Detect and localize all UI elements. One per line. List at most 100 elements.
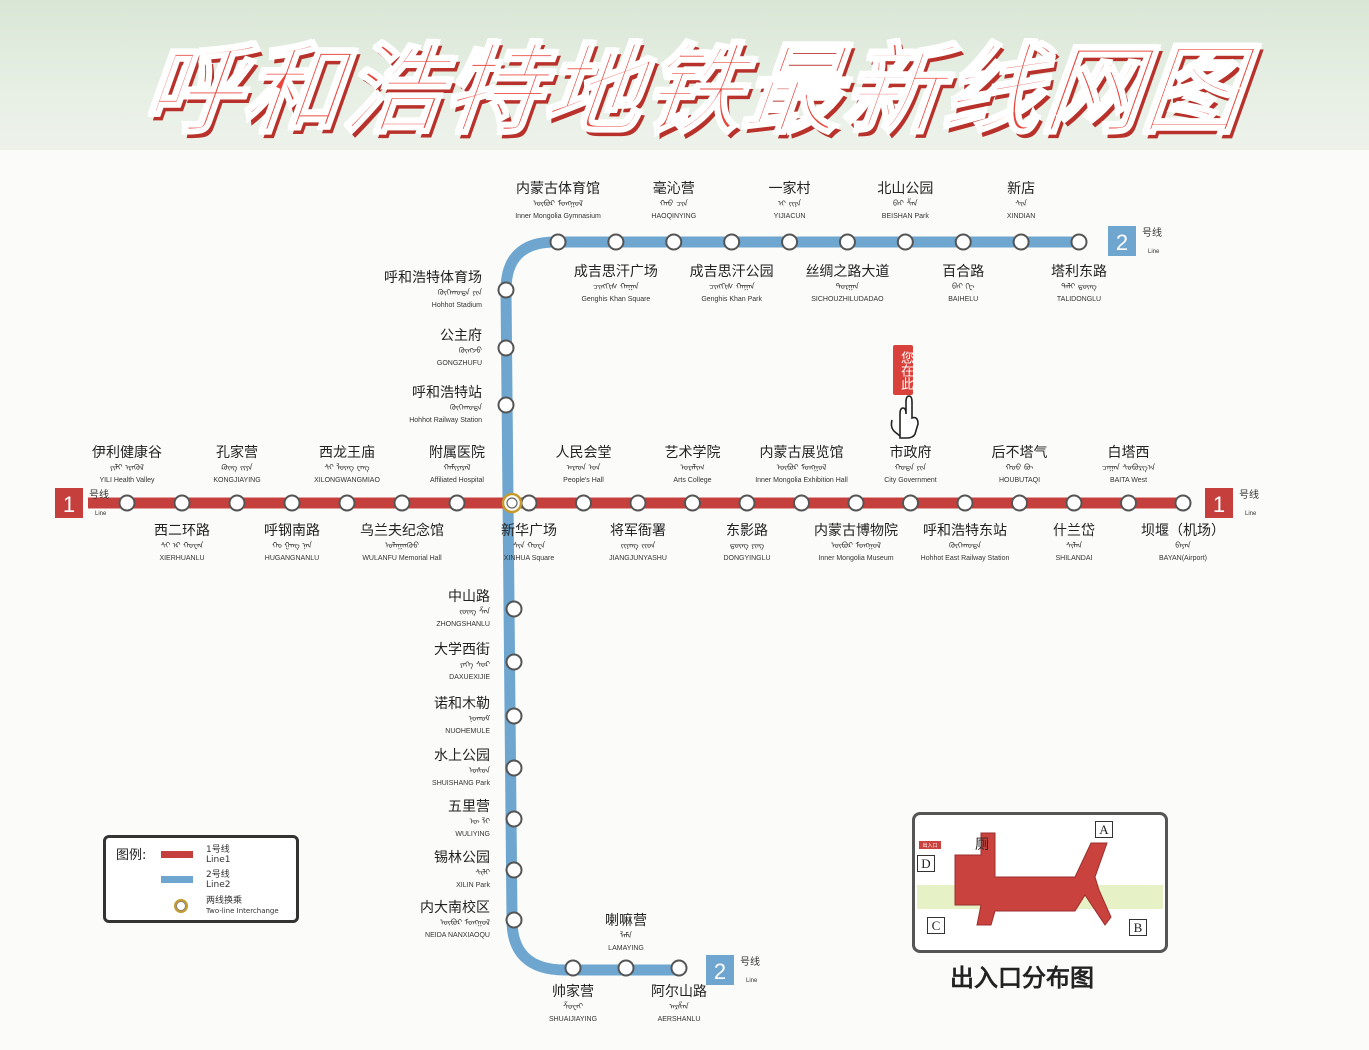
line1-station-marker <box>793 494 810 512</box>
line1-badge-west-suffix-en: Line <box>95 511 107 517</box>
station-name-mongolian: ᠤᠰᠤᠨ <box>469 766 491 775</box>
exit-d-label: D <box>917 855 935 872</box>
station-name-english: Inner Mongolia Gymnasium <box>515 213 601 220</box>
station-name-english: XIERHUANLU <box>159 555 204 562</box>
station-name: 孔家营 <box>216 444 258 461</box>
line1-station-marker <box>520 494 538 512</box>
line2-badge-south-suffix: 号线 <box>740 955 760 968</box>
line2-station-marker <box>1070 233 1088 251</box>
transfer-station-inner <box>506 497 518 509</box>
station-name: 后不塔气 <box>992 445 1048 461</box>
line2-station-marker <box>564 959 582 977</box>
line2-station-marker <box>896 233 914 251</box>
station-name-english: Inner Mongolia Exhibition Hall <box>755 477 848 484</box>
station-name: 诺和木勒 <box>434 696 490 712</box>
legend-title: 图例: <box>116 848 147 863</box>
station-name-english: Hohhot Railway Station <box>409 417 482 424</box>
station-name-english: People's Hall <box>563 477 604 484</box>
line1-badge-east-suffix: 号线 <box>1239 488 1259 501</box>
station-name-english: WULANFU Memorial Hall <box>362 555 442 562</box>
line2-station-marker <box>505 707 523 725</box>
station-name-mongolian: ᠦᠪᠦᠷ ᠮᠣᠩᠭᠣᠯ <box>777 462 827 472</box>
station-name-english: Inner Mongolia Museum <box>818 555 893 562</box>
station-name-mongolian: ᠪᠡᠢ ᠱᠠᠨ <box>893 198 918 208</box>
station-name: 内蒙古博物院 <box>814 522 898 539</box>
station-name-english: LAMAYING <box>608 945 644 952</box>
line2-station-marker <box>505 759 523 777</box>
station-name-mongolian: ᠤᠷᠠᠯᠢᠭ <box>680 463 704 472</box>
station-name: 内大南校区 <box>420 899 490 916</box>
station-name-mongolian: ᠠᠷᠠᠳ ᠤᠨ <box>567 463 602 472</box>
line1-station-marker <box>173 494 191 512</box>
station-name: 内蒙古展览馆 <box>760 445 844 461</box>
header-banner <box>0 0 1369 160</box>
station-name-english: BAIHELU <box>948 296 978 303</box>
transfer-ring-icon <box>174 899 188 913</box>
line1-badge-west <box>55 488 83 518</box>
station-name-mongolian: ᠰᠢᠨ <box>1015 199 1027 208</box>
station-name-english: Hohhot Stadium <box>432 302 482 309</box>
station-name-mongolian: ᠪᠠᠢ ᠬᠧ <box>952 282 975 291</box>
station-name-mongolian: ᠦᠪᠦᠷ ᠮᠣᠩᠭᠣᠯ <box>831 540 881 550</box>
line1-station-marker <box>1065 494 1083 512</box>
line2-station-marker <box>607 233 625 251</box>
station-name-mongolian: ᠴᠢᠩᠭᠢᠰ ᠬᠠᠭᠠᠨ <box>593 282 640 291</box>
station-name: 公主府 <box>440 328 482 344</box>
station-name: 大学西街 <box>434 642 490 658</box>
line2-station-marker <box>505 810 523 828</box>
line2-badge-south-suffix-en: Line <box>746 978 758 984</box>
station-name: 塔利东路 <box>1051 264 1107 280</box>
line2-station-marker <box>505 911 523 929</box>
station-name-english: HAOQINYING <box>651 213 696 220</box>
legend-line2-swatch <box>161 876 193 883</box>
station-name: 西二环路 <box>154 523 210 539</box>
station-name: 人民会堂 <box>556 445 612 461</box>
station-name-english: BAITA West <box>1110 477 1147 484</box>
exit-diagram: 出入口 厕 A B C D <box>912 812 1168 953</box>
station-name-mongolian: ᠬᠣᠤ ᠪᠦ <box>1006 463 1035 472</box>
line2-badge-north-suffix-en: Line <box>1148 249 1160 255</box>
station-name-english: XINHUA Square <box>504 555 555 562</box>
station-name: 西龙王庙 <box>319 445 375 461</box>
station-name-mongolian: ᠳ᠋ᠦᠩ ᠶᠢᠩ <box>730 541 765 550</box>
station-name-mongolian: ᠰᠢ ᠯᠦᠩ ᠸᠠᠩ <box>324 462 370 472</box>
station-name-mongolian: ᠺᠦᠩ ᠵᠢᠶᠠ <box>221 463 253 472</box>
station-name-mongolian: ᠶᠢᠯᠢ ᠡᠷᠡᠭᠦᠯ <box>110 463 144 472</box>
station-name: 成吉思汗广场 <box>574 264 658 280</box>
station-name: 将军衙署 <box>610 523 666 539</box>
station-name-mongolian: ᠦᠪᠦᠷ ᠮᠣᠩᠭᠣᠯ <box>533 198 583 208</box>
line2-station-marker <box>665 233 683 251</box>
line2-station-marker <box>497 281 515 299</box>
station-name-english: NEIDA NANXIAOQU <box>425 932 490 939</box>
station-name-mongolian: ᠰᠢᠯᠢ <box>475 868 490 877</box>
station-name: 新店 <box>1007 181 1035 197</box>
you-are-here-marker: 您在此 <box>893 345 913 395</box>
station-name: 艺术学院 <box>665 445 721 461</box>
station-name-english: WULIYING <box>455 831 490 838</box>
pointing-hand-icon <box>890 395 919 439</box>
station-name: 东影路 <box>726 523 768 539</box>
station-name: 坝堰（机场） <box>1141 523 1225 539</box>
station-name-english: BEISHAN Park <box>882 213 930 220</box>
station-name: 成吉思汗公园 <box>690 264 774 280</box>
station-name-mongolian: ᠱᠢᠯᠠᠨ <box>1066 541 1083 550</box>
station-name-mongolian: ᠬᠠᠣ ᠴᠢᠨ <box>660 199 689 208</box>
station-name-mongolian: ᠨᠣᠬᠣᠮ <box>469 714 491 723</box>
station-name-mongolian: ᠶᠡᠬᠡ ᠰᠤᠷ <box>460 660 490 669</box>
station-name: 喇嘛营 <box>605 913 647 929</box>
station-name-mongolian: ᠰᠢ ᠡᠷ ᠬᠤᠸᠠᠨ <box>161 541 204 550</box>
station-name-english: DAXUEXIJIE <box>449 674 490 681</box>
exit-diagram-caption: 出入口分布图 <box>950 964 1094 992</box>
station-name-english: HUGANGNANLU <box>265 555 319 562</box>
station-name-english: KONGJIAYING <box>213 477 260 484</box>
station-name-mongolian: ᠱᠤᠸᠠᠢ <box>563 1001 583 1011</box>
station-name-english: HOUBUTAQI <box>999 477 1040 484</box>
line2-station-marker <box>505 861 523 879</box>
exit-red-tag: 出入口 <box>922 842 937 849</box>
station-name-mongolian: ᠬᠥᠬᠡᠬᠣᠲᠠ ᠶᠢᠨ <box>438 288 483 297</box>
line1-station-marker <box>575 494 592 512</box>
line2-badge-south <box>706 955 734 985</box>
